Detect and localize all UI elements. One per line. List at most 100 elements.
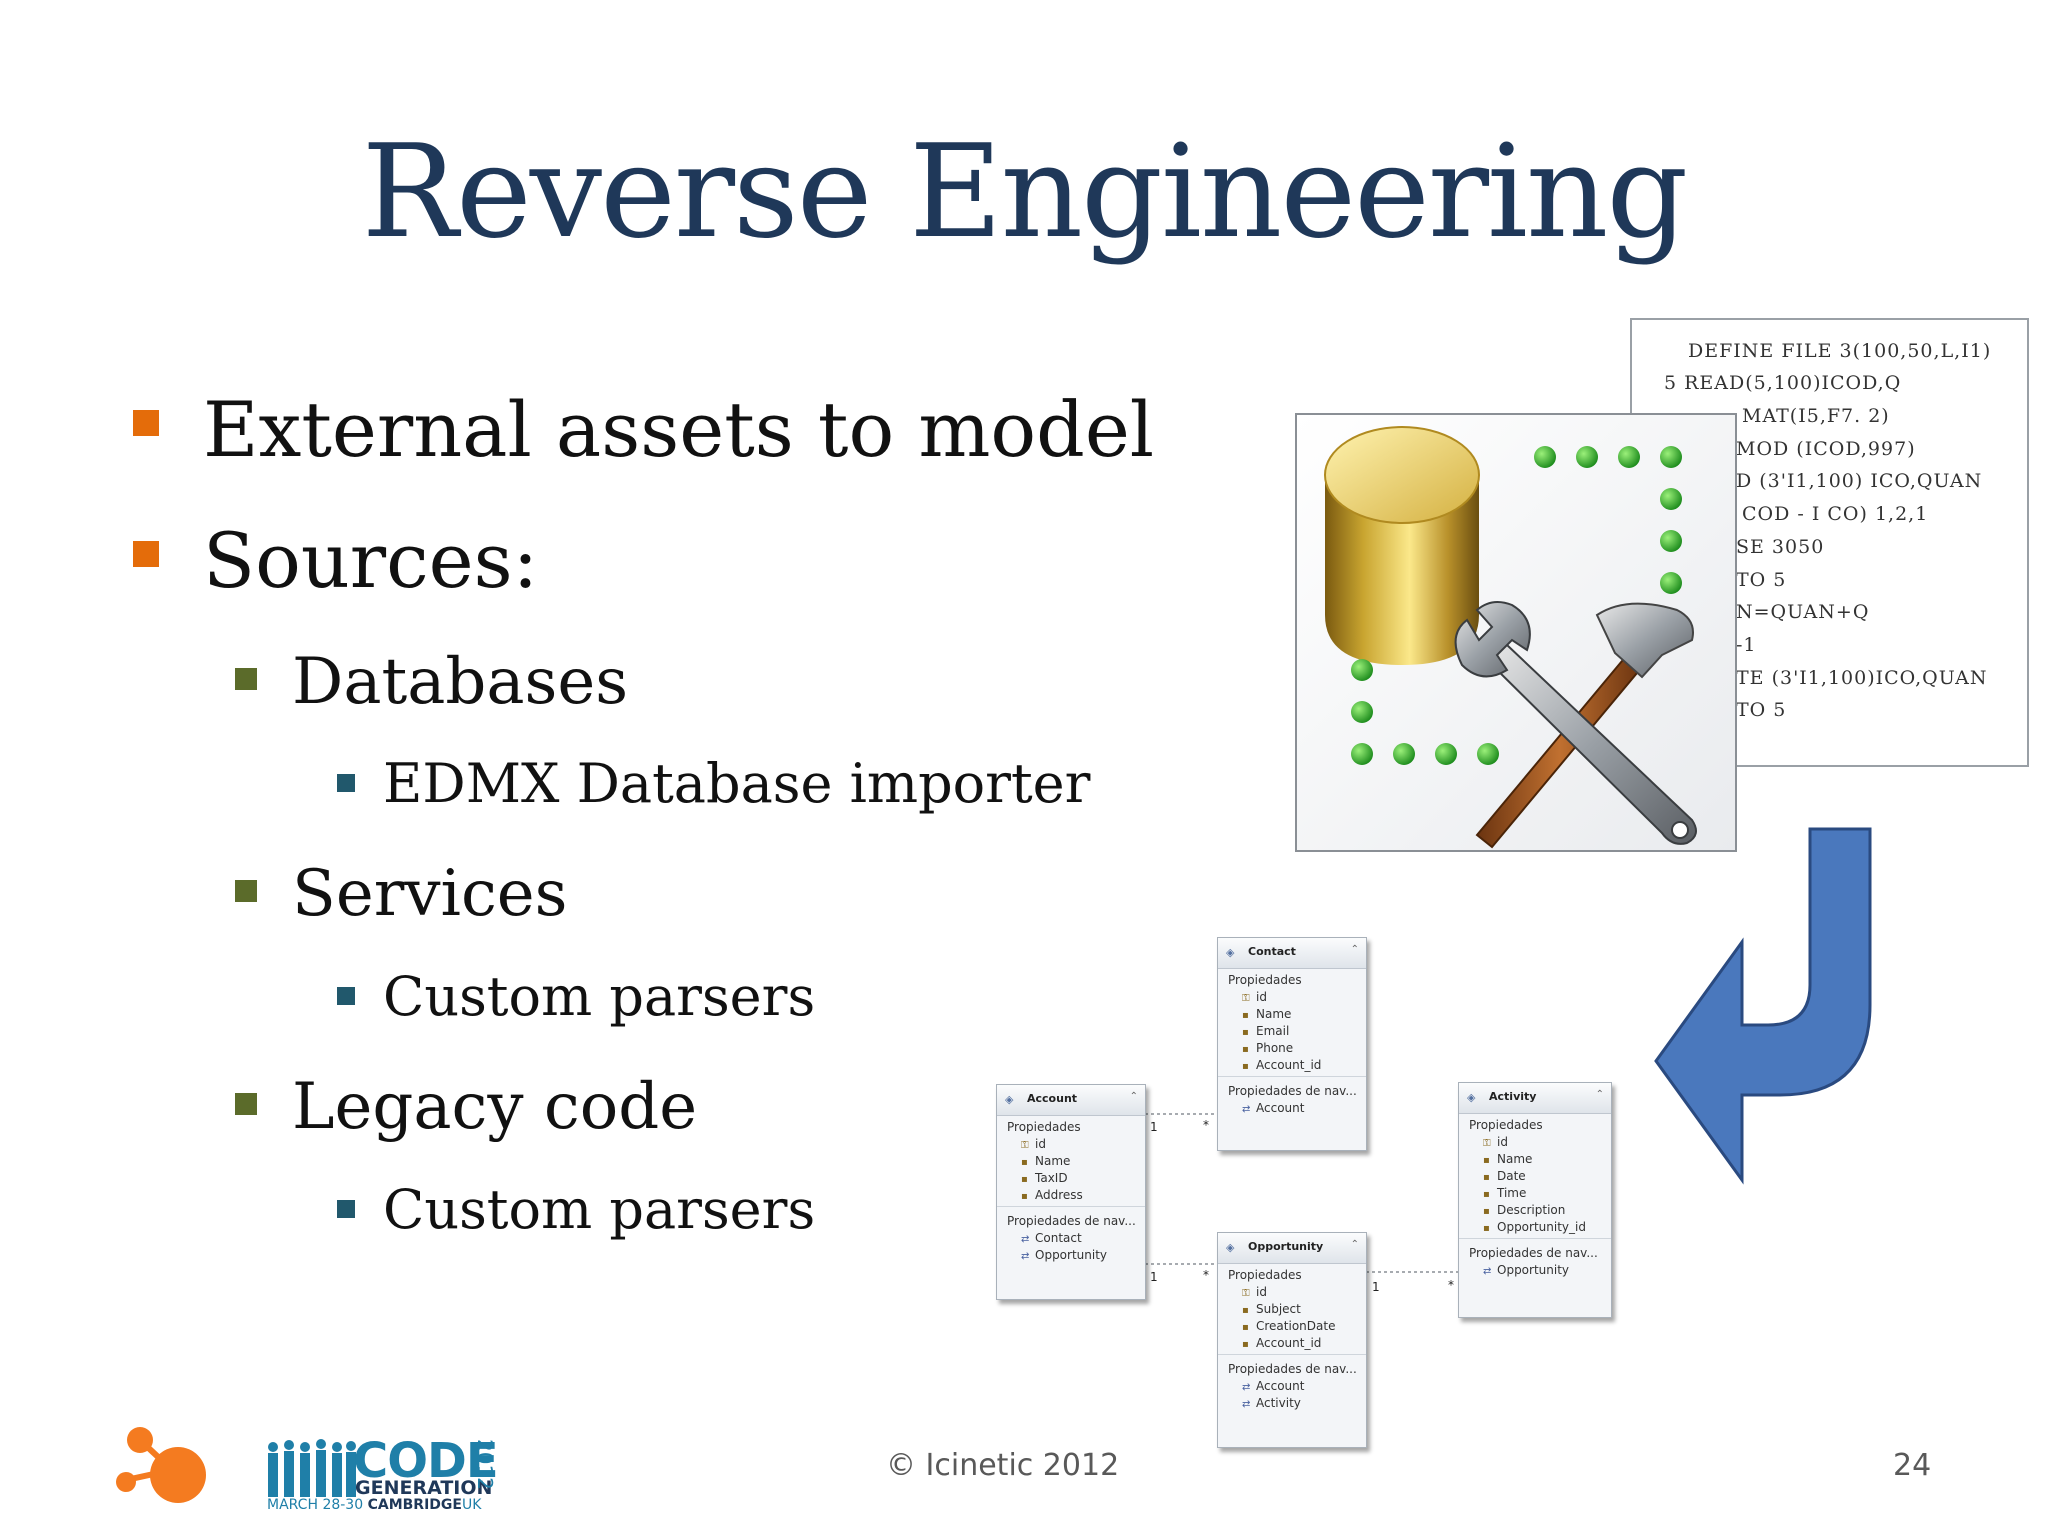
relation-one-label: 1 — [1150, 1270, 1158, 1284]
bullet-marker — [337, 1200, 355, 1218]
key-icon: ⚿ — [1242, 1288, 1250, 1299]
navigation-section[interactable]: Propiedades de nav... — [1007, 1214, 1136, 1228]
bullet-marker — [337, 987, 355, 1005]
property: ▪Name — [1483, 1152, 1533, 1166]
property-icon: ▪ — [1021, 1174, 1028, 1185]
property-icon: ▪ — [1483, 1223, 1490, 1234]
code-line: SE 3050 — [1736, 536, 1825, 558]
relation-many-label: * — [1448, 1278, 1454, 1292]
property: ▪CreationDate — [1242, 1319, 1336, 1333]
property: ▪Account_id — [1242, 1336, 1322, 1350]
bullet-marker — [337, 774, 355, 792]
property-icon: ▪ — [1021, 1191, 1028, 1202]
properties-section[interactable]: Propiedades — [1228, 1268, 1302, 1282]
logo-year-text: 2012 — [473, 1439, 497, 1490]
page-number: 24 — [1893, 1448, 1932, 1483]
collapse-icon[interactable]: ⌃ — [1595, 1089, 1604, 1100]
logo-code-text: CODE — [353, 1433, 499, 1489]
people-silhouettes-icon — [268, 1439, 356, 1497]
property: ▪Name — [1242, 1007, 1292, 1021]
property: ▪Email — [1242, 1024, 1290, 1038]
property: ▪Account_id — [1242, 1058, 1322, 1072]
key-property: ⚿id — [1021, 1137, 1046, 1151]
database-tools-icon — [1324, 426, 1697, 849]
property: ▪Subject — [1242, 1302, 1301, 1316]
entity-header[interactable]: ◈ Account ⌃ — [997, 1085, 1145, 1116]
collapse-icon[interactable]: ⌃ — [1129, 1091, 1138, 1102]
relation-one-label: 1 — [1150, 1120, 1158, 1134]
key-property: ⚿id — [1242, 1285, 1267, 1299]
collapse-icon[interactable]: ⌃ — [1350, 944, 1359, 955]
code-line: MOD (ICOD,997) — [1736, 438, 1916, 460]
code-line: TO 5 — [1736, 569, 1787, 591]
logo-country-text: UK — [461, 1497, 482, 1513]
entity-account[interactable]: ◈ Account ⌃ Propiedades ⚿id ▪Name ▪TaxID… — [996, 1084, 1146, 1300]
property: ▪TaxID — [1021, 1171, 1068, 1185]
entity-name: Opportunity — [1248, 1240, 1324, 1253]
nav-property: ⇄Opportunity — [1483, 1263, 1570, 1277]
property-icon: ▪ — [1242, 1305, 1249, 1316]
relation-many-label: * — [1203, 1118, 1209, 1132]
code-line: -1 — [1736, 634, 1757, 656]
property: ▪Date — [1483, 1169, 1526, 1183]
icinetic-molecule-icon — [116, 1427, 206, 1503]
entity-activity[interactable]: ◈ Activity ⌃ Propiedades ⚿id ▪Name ▪Date… — [1458, 1082, 1612, 1318]
navigation-section[interactable]: Propiedades de nav... — [1228, 1084, 1357, 1098]
entity-icon: ◈ — [1005, 1093, 1014, 1106]
property-icon: ▪ — [1242, 1010, 1249, 1021]
property: ▪Time — [1483, 1186, 1527, 1200]
nav-property: ⇄Account — [1242, 1101, 1305, 1115]
bullet-marker — [235, 880, 257, 902]
nav-property: ⇄Contact — [1021, 1231, 1082, 1245]
properties-section[interactable]: Propiedades — [1228, 973, 1302, 987]
property-icon: ▪ — [1483, 1172, 1490, 1183]
code-line: D (3'I1,100) ICO,QUAN — [1736, 470, 1983, 492]
entity-name: Contact — [1248, 945, 1296, 958]
nav-icon: ⇄ — [1242, 1104, 1251, 1115]
property: ▪Description — [1483, 1203, 1566, 1217]
entity-name: Activity — [1489, 1090, 1537, 1103]
code-line: TE (3'I1,100)ICO,QUAN — [1736, 667, 1988, 689]
bullet-item: Sources: — [203, 516, 539, 605]
property-icon: ▪ — [1242, 1061, 1249, 1072]
relation-one-label: 1 — [1372, 1280, 1380, 1294]
property-icon: ▪ — [1483, 1189, 1490, 1200]
bullet-item: Legacy code — [292, 1070, 698, 1144]
properties-section[interactable]: Propiedades — [1469, 1118, 1543, 1132]
database-tools-image — [1295, 413, 1737, 852]
key-icon: ⚿ — [1483, 1138, 1491, 1149]
entity-icon: ◈ — [1467, 1091, 1476, 1104]
entity-opportunity[interactable]: ◈ Opportunity ⌃ Propiedades ⚿id ▪Subject… — [1217, 1232, 1367, 1448]
entity-header[interactable]: ◈ Opportunity ⌃ — [1218, 1233, 1366, 1264]
navigation-section[interactable]: Propiedades de nav... — [1469, 1246, 1598, 1260]
bullet-item: Databases — [292, 645, 629, 719]
nav-icon: ⇄ — [1242, 1399, 1251, 1410]
entity-icon: ◈ — [1226, 1241, 1235, 1254]
key-icon: ⚿ — [1021, 1140, 1029, 1151]
nav-icon: ⇄ — [1021, 1251, 1030, 1262]
collapse-icon[interactable]: ⌃ — [1350, 1239, 1359, 1250]
bullet-marker — [235, 1093, 257, 1115]
property-icon: ▪ — [1242, 1044, 1249, 1055]
property-icon: ▪ — [1242, 1339, 1249, 1350]
code-line: 5 READ(5,100)ICOD,Q — [1664, 372, 1902, 394]
copyright-text: © Icinetic 2012 — [886, 1448, 1120, 1483]
bullet-item: Services — [292, 857, 568, 931]
entity-header[interactable]: ◈ Contact ⌃ — [1218, 938, 1366, 969]
bullet-item: Custom parsers — [383, 965, 816, 1028]
property: ▪Phone — [1242, 1041, 1294, 1055]
entity-contact[interactable]: ◈ Contact ⌃ Propiedades ⚿id ▪Name ▪Email… — [1217, 937, 1367, 1151]
bullet-item: Custom parsers — [383, 1178, 816, 1241]
nav-icon: ⇄ — [1483, 1266, 1492, 1277]
nav-property: ⇄Account — [1242, 1379, 1305, 1393]
property: ▪Opportunity_id — [1483, 1220, 1586, 1234]
code-line: DEFINE FILE 3(100,50,L,I1) — [1688, 340, 1992, 362]
entity-header[interactable]: ◈ Activity ⌃ — [1459, 1083, 1611, 1114]
properties-section[interactable]: Propiedades — [1007, 1120, 1081, 1134]
logo-dates-text: MARCH 28-30 — [267, 1497, 364, 1513]
logo-city-text: CAMBRIDGE — [367, 1497, 462, 1513]
navigation-section[interactable]: Propiedades de nav... — [1228, 1362, 1357, 1376]
property-icon: ▪ — [1021, 1157, 1028, 1168]
property: ▪Address — [1021, 1188, 1083, 1202]
logo-dates-line: MARCH 28-30 CAMBRIDGEUK — [267, 1497, 481, 1513]
